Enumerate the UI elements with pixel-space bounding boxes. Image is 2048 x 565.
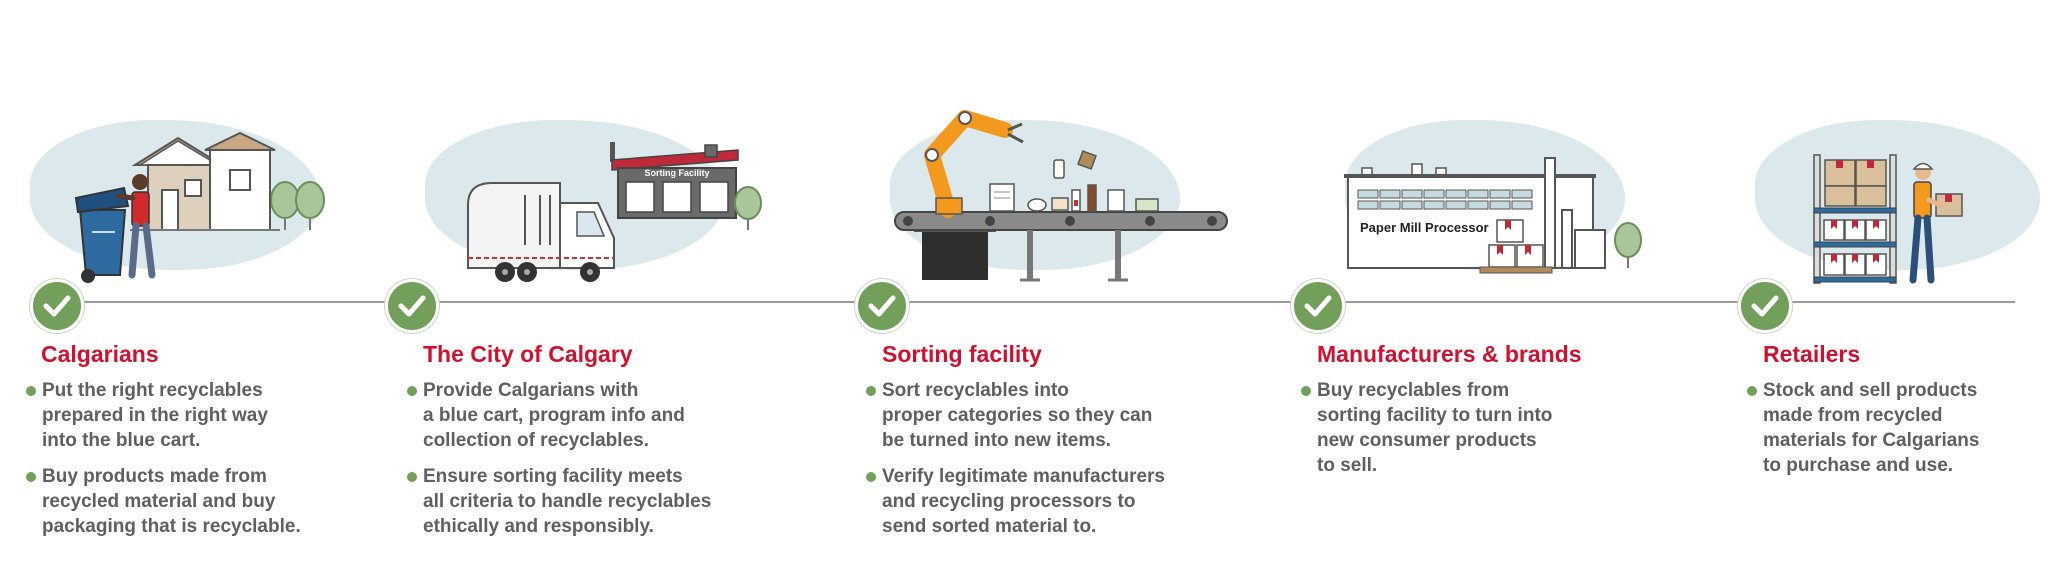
bullet-item: Verify legitimate manufacturers and recy… — [866, 464, 1165, 539]
checkmark-icon — [855, 279, 909, 333]
checkmark-icon — [30, 279, 84, 333]
bullet-line: Put the right recyclables — [42, 380, 263, 401]
bullet-line: all criteria to handle recyclables — [423, 491, 712, 512]
bullet-item: Sort recyclables into proper categories … — [866, 378, 1165, 453]
stage-retailers: Retailers Stock and sell products made f… — [1730, 0, 2048, 565]
bullet-item: Put the right recyclables prepared in th… — [26, 378, 301, 453]
bullet-line: proper categories so they can — [882, 405, 1153, 426]
bullet-line: be turned into new items. — [882, 430, 1112, 451]
bullet-line: a blue cart, program info and — [423, 405, 685, 426]
bullet-line: Ensure sorting facility meets — [423, 466, 683, 487]
timeline-line — [30, 301, 2015, 303]
stage-title: Sorting facility — [882, 341, 1042, 367]
bullet-line: and recycling processors to — [882, 491, 1136, 512]
checkmark-icon — [385, 279, 439, 333]
bullet-line: recycled material and buy — [42, 491, 276, 512]
stage-title: Retailers — [1763, 341, 1861, 367]
stage-title: Manufacturers & brands — [1317, 341, 1582, 367]
bullet-line: send sorted material to. — [882, 516, 1097, 537]
bullet-list: Put the right recyclables prepared in th… — [26, 378, 301, 550]
checkmark-icon — [1291, 279, 1345, 333]
retail-shelves-worker-icon — [1813, 154, 1963, 284]
bullet-line: to sell. — [1317, 455, 1378, 476]
stage-manufacturers-brands: Paper Mill Processor Manufacturers & bra… — [1291, 0, 1730, 565]
truck-facility-icon: Sorting Facility — [467, 142, 762, 282]
checkmark-icon — [1738, 279, 1792, 333]
bullet-line: prepared in the right way — [42, 405, 268, 426]
bullet-list: Provide Calgarians with a blue cart, pro… — [407, 378, 711, 550]
stage-sorting-facility: Sorting facility Sort recyclables into p… — [840, 0, 1300, 565]
bullet-line: Verify legitimate manufacturers — [882, 466, 1165, 487]
bullet-line: into the blue cart. — [42, 430, 201, 451]
bullet-item: Ensure sorting facility meets all criter… — [407, 464, 711, 539]
facility-sign-label: Sorting Facility — [644, 168, 709, 178]
bullet-item: Buy products made from recycled material… — [26, 464, 301, 539]
stage-title: The City of Calgary — [423, 341, 633, 367]
bullet-list: Sort recyclables into proper categories … — [866, 378, 1165, 550]
bullet-line: Sort recyclables into — [882, 380, 1069, 401]
bullet-item: Buy recyclables from sorting facility to… — [1301, 378, 1552, 478]
bullet-line: sorting facility to turn into — [1317, 405, 1553, 426]
stage-title: Calgarians — [41, 341, 159, 367]
bullet-item: Provide Calgarians with a blue cart, pro… — [407, 378, 711, 453]
bullet-line: made from recycled — [1763, 405, 1943, 426]
bullet-line: materials for Calgarians — [1763, 430, 1980, 451]
bullet-line: Buy products made from — [42, 466, 267, 487]
stage-calgarians: Calgarians Put the right recyclables pre… — [0, 0, 380, 565]
mill-sign-label: Paper Mill Processor — [1360, 220, 1489, 235]
bullet-line: new consumer products — [1317, 430, 1537, 451]
bullet-line: ethically and responsibly. — [423, 516, 654, 537]
bullet-item: Stock and sell products made from recycl… — [1747, 378, 1979, 478]
bullet-line: collection of recyclables. — [423, 430, 649, 451]
bullet-list: Buy recyclables from sorting facility to… — [1301, 378, 1552, 489]
bullet-line: to purchase and use. — [1763, 455, 1954, 476]
bullet-line: Provide Calgarians with — [423, 380, 639, 401]
bullet-line: Stock and sell products — [1763, 380, 1978, 401]
background-blob — [1755, 120, 2040, 270]
bullet-line: Buy recyclables from — [1317, 380, 1510, 401]
bullet-list: Stock and sell products made from recycl… — [1747, 378, 1979, 489]
paper-mill-icon: Paper Mill Processor — [1344, 157, 1642, 274]
robot-arm-conveyor-icon — [894, 110, 1228, 282]
calgarian-house-cart-icon — [74, 131, 325, 283]
bullet-line: packaging that is recyclable. — [42, 516, 301, 537]
stage-city-of-calgary: Sorting Facility The City of Calgary Pro… — [380, 0, 840, 565]
